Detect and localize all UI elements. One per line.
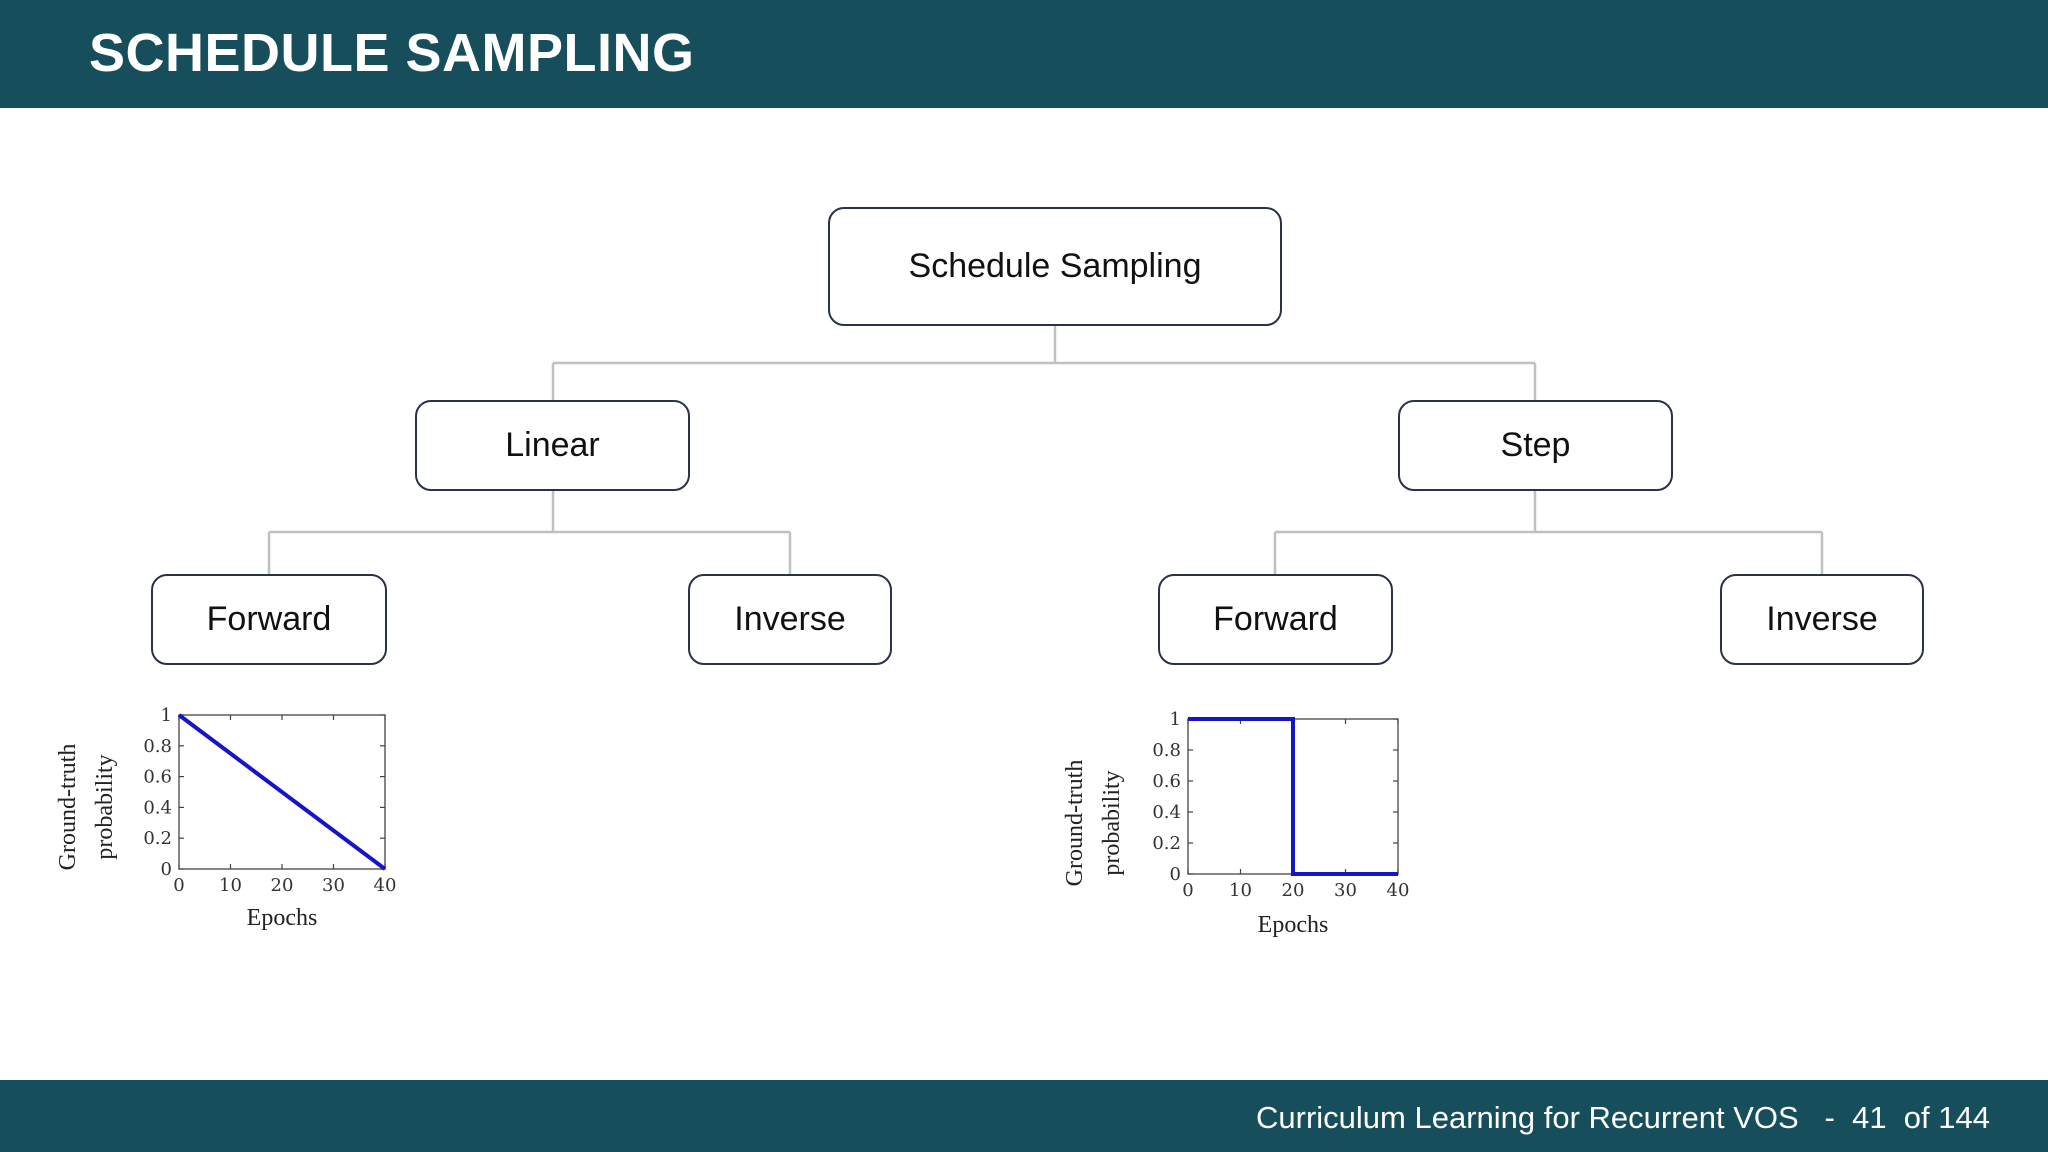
- chart-step-ylabel-line1: Ground-truth: [1062, 760, 1088, 887]
- x-tick-label: 40: [1387, 880, 1410, 901]
- node-step: Step: [1398, 400, 1673, 491]
- connector-linear: [267, 490, 792, 575]
- chart-step-ylabel-line2: probability: [1099, 770, 1125, 875]
- y-tick-label: 0.6: [143, 767, 172, 788]
- y-tick-label: 0: [161, 859, 172, 880]
- footer-text: Curriculum Learning for Recurrent VOS - …: [1256, 1100, 1990, 1135]
- y-tick-label: 0.8: [1152, 740, 1181, 761]
- x-tick-label: 0: [1182, 880, 1193, 901]
- y-tick-label: 0.8: [143, 736, 172, 757]
- chart-linear-ylabel-line1: Ground-truth: [55, 744, 81, 871]
- chart-linear-ylabel-line2: probability: [92, 754, 118, 859]
- chart-linear-xlabel: Epochs: [247, 905, 318, 931]
- y-tick-label: 1: [1170, 709, 1181, 730]
- y-tick-label: 0.6: [1152, 771, 1181, 792]
- slide-header: SCHEDULE SAMPLING: [0, 0, 2048, 108]
- series-line: [177, 713, 387, 871]
- slide-title: SCHEDULE SAMPLING: [89, 23, 695, 83]
- x-tick-label: 0: [173, 875, 184, 896]
- y-tick-label: 1: [161, 705, 172, 726]
- x-tick-label: 30: [322, 875, 345, 896]
- x-tick-label: 30: [1334, 880, 1357, 901]
- node-step-inverse: Inverse: [1720, 574, 1924, 665]
- node-linear-forward: Forward: [151, 574, 387, 665]
- node-linear: Linear: [415, 400, 690, 491]
- x-tick-label: 40: [374, 875, 397, 896]
- y-tick-label: 0.4: [143, 797, 172, 818]
- node-linear-inverse: Inverse: [688, 574, 892, 665]
- node-schedule-sampling: Schedule Sampling: [828, 207, 1282, 326]
- connector-step: [1273, 490, 1824, 575]
- x-tick-label: 20: [271, 875, 294, 896]
- x-tick-label: 20: [1282, 880, 1305, 901]
- slide-footer: Curriculum Learning for Recurrent VOS - …: [0, 1080, 2048, 1152]
- node-step-forward: Forward: [1158, 574, 1393, 665]
- y-tick-label: 0: [1170, 864, 1181, 885]
- x-tick-label: 10: [1229, 880, 1252, 901]
- y-tick-label: 0.4: [1152, 802, 1181, 823]
- series-line: [1188, 717, 1398, 876]
- y-tick-label: 0.2: [1152, 833, 1181, 854]
- x-tick-label: 10: [219, 875, 242, 896]
- connector-root: [551, 325, 1537, 401]
- y-tick-label: 0.2: [143, 828, 172, 849]
- chart-step-xlabel: Epochs: [1258, 912, 1329, 938]
